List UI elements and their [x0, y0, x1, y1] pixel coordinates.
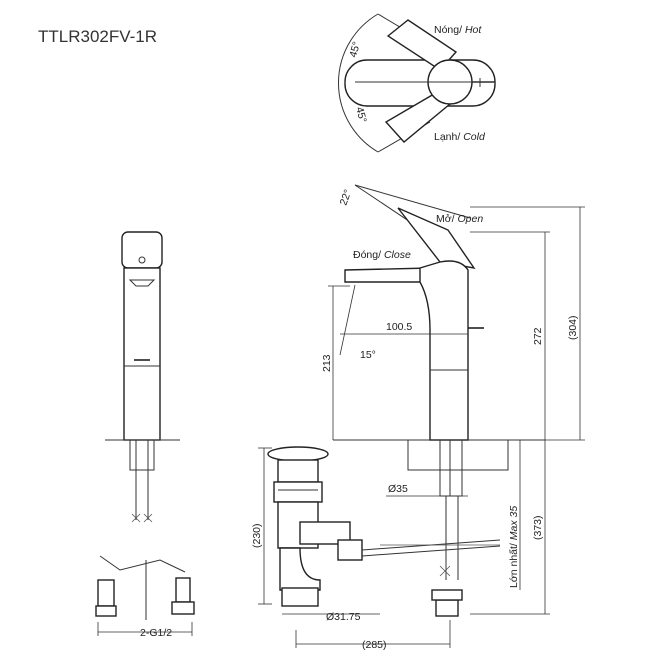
thread-label: 2-G1/2 [140, 627, 172, 639]
max-thickness-vn: Lớn nhất/ [508, 540, 520, 588]
angle-hot-label: 45° [347, 40, 363, 58]
shank-dia-dimension: Ø35 [388, 483, 408, 495]
reach-dimension: 100.5 [386, 321, 412, 333]
spout-angle-dimension: 15° [360, 349, 376, 361]
svg-text:Lạnh/ Cold: Lạnh/ Cold [434, 131, 486, 143]
svg-text:Lớn nhất/ Max 35: Lớn nhất/ Max 35 [508, 506, 520, 588]
svg-text:Mở/ Open: Mở/ Open [436, 213, 483, 225]
hot-label-vn: Nóng/ [434, 24, 465, 36]
side-view: 22° Mở/ Open Đóng/ Close 100.5 15° [321, 184, 585, 617]
hot-label-en: Hot [465, 24, 482, 36]
total-height-dimension: (304) [567, 315, 579, 340]
top-view: 45° 45° Nóng/ Hot Lạnh/ Cold [338, 13, 496, 153]
body-height-dimension: 272 [532, 327, 544, 345]
open-label-en: Open [457, 213, 483, 225]
shank-length-dimension: (373) [532, 515, 544, 540]
cold-label-vn: Lạnh/ [434, 131, 463, 143]
svg-text:Nóng/ Hot: Nóng/ Hot [434, 24, 482, 36]
angle-open-label: 22° [338, 188, 355, 207]
close-label-en: Close [384, 249, 411, 261]
model-number: TTLR302FV-1R [38, 27, 157, 46]
cold-label-en: Cold [463, 131, 486, 143]
max-thickness-en: Max 35 [508, 506, 520, 541]
drain-height-dimension: (230) [251, 523, 263, 548]
drain-width-dimension: (285) [362, 639, 387, 651]
pipe-dia-dimension: Ø31.75 [326, 611, 361, 623]
front-view: 2-G1/2 [95, 231, 195, 639]
open-label-vn: Mở/ [436, 213, 457, 225]
drain-assembly: (230) Ø31.75 (285) [251, 446, 501, 651]
spout-height-dimension: 213 [321, 354, 333, 372]
svg-text:Đóng/ Close: Đóng/ Close [353, 249, 411, 261]
angle-cold-label: 45° [353, 106, 369, 124]
close-label-vn: Đóng/ [353, 249, 384, 261]
